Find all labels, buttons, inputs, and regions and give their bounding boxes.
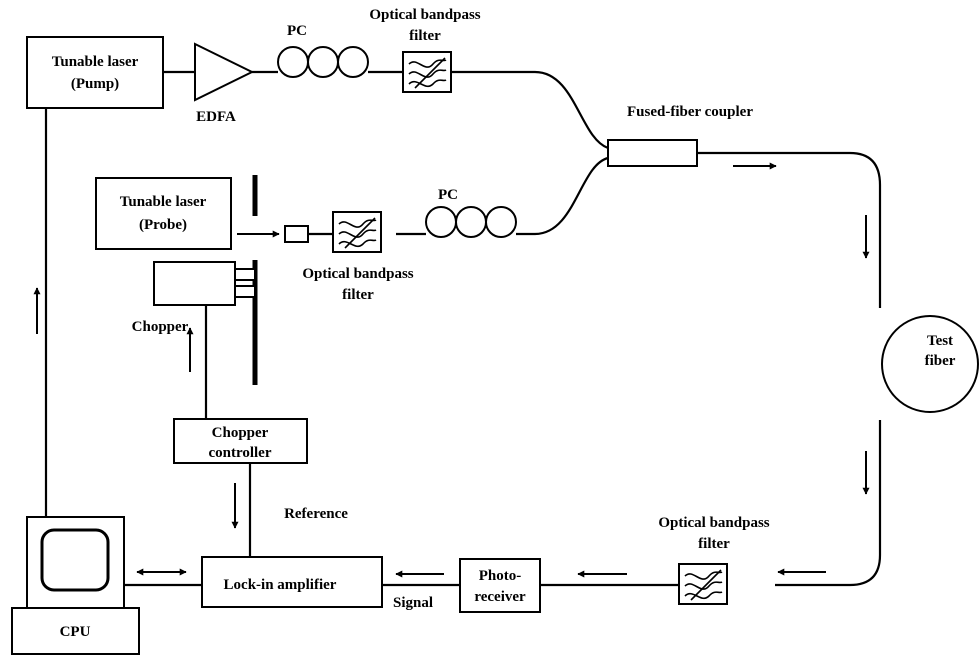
filter-mid-label-1: Optical bandpass <box>302 266 413 282</box>
pump-laser-label-2: (Pump) <box>71 76 119 92</box>
polarization-controller-middle: PC <box>425 187 517 238</box>
fiber-connector <box>284 225 309 243</box>
chopper-controller-label-2: controller <box>208 445 271 461</box>
probe-laser-label-1: Tunable laser <box>120 194 207 210</box>
coupler-label: Fused-fiber coupler <box>627 104 753 120</box>
filter-bottom-label-2: filter <box>698 536 730 552</box>
direction-arrows <box>33 162 870 578</box>
probe-laser-label-2: (Probe) <box>139 217 187 233</box>
cpu-computer: CPU <box>11 516 140 655</box>
probe-laser: Tunable laser (Probe) <box>95 177 232 250</box>
connection-lines <box>44 70 882 587</box>
optical-bandpass-filter-bottom: Optical bandpass filter <box>658 515 770 605</box>
lock-in-amplifier: Lock-in amplifier <box>201 556 383 608</box>
photoreceiver-label-2: receiver <box>474 589 526 605</box>
chopper-controller: Chopper controller <box>173 418 308 464</box>
filter-top-label-2: filter <box>409 28 441 44</box>
chopper-controller-label-1: Chopper <box>212 425 269 441</box>
filter-top-label-1: Optical bandpass <box>369 7 480 23</box>
edfa-label: EDFA <box>196 109 236 125</box>
photoreceiver: Photo- receiver <box>459 558 541 613</box>
fused-fiber-coupler: Fused-fiber coupler <box>607 104 753 167</box>
pc-top-label: PC <box>287 23 307 39</box>
pc-mid-label: PC <box>438 187 458 203</box>
filter-mid-label-2: filter <box>342 287 374 303</box>
reference-label: Reference <box>284 506 348 522</box>
pump-laser: Tunable laser (Pump) <box>26 36 164 109</box>
signal-label: Signal <box>393 595 433 611</box>
edfa-amplifier: EDFA <box>194 42 255 125</box>
pump-laser-label-1: Tunable laser <box>52 54 139 70</box>
photoreceiver-label-1: Photo- <box>479 568 522 584</box>
optical-bandpass-filter-middle: Optical bandpass filter <box>302 211 414 303</box>
cpu-label: CPU <box>60 624 91 640</box>
test-fiber-label-2: fiber <box>925 353 956 369</box>
polarization-controller-top: PC <box>277 23 369 78</box>
test-fiber-label-1: Test <box>927 333 953 349</box>
chopper-motor: Chopper <box>132 261 256 335</box>
optical-bandpass-filter-top: Optical bandpass filter <box>369 7 481 93</box>
chopper-label: Chopper <box>132 319 189 335</box>
lockin-label: Lock-in amplifier <box>224 577 337 593</box>
filter-bottom-label-1: Optical bandpass <box>658 515 769 531</box>
test-fiber-spool: Test fiber <box>881 315 979 413</box>
